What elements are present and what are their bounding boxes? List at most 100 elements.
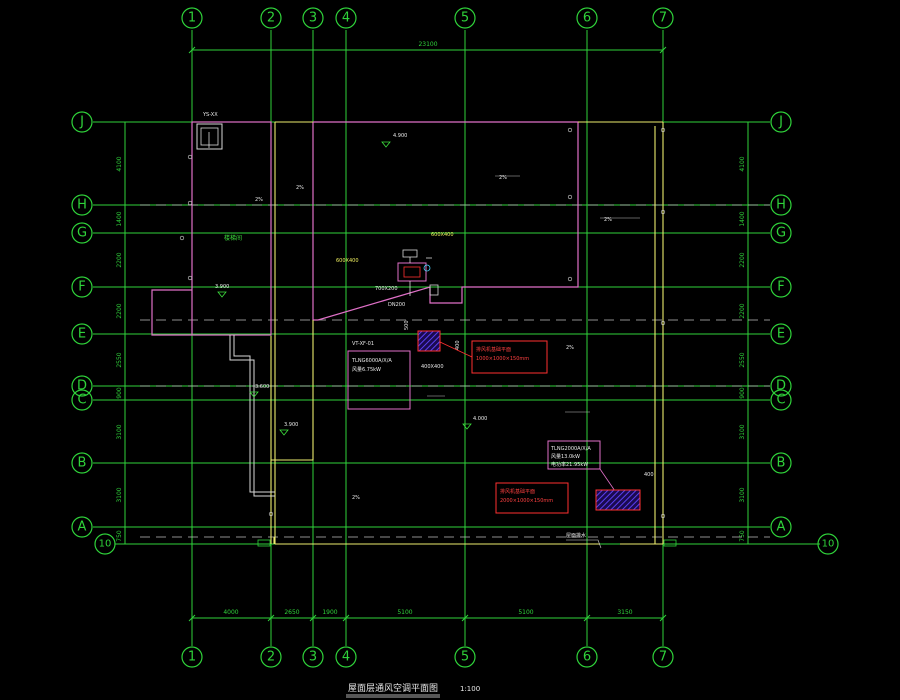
level-marker-b <box>279 429 289 436</box>
axis-1-bottom: 1 <box>188 650 196 665</box>
dim-left-8: 3100 <box>116 487 123 502</box>
fan-1-label-box <box>347 350 411 410</box>
slope-5: 2% <box>566 345 574 351</box>
axis-b-left: B <box>78 456 87 471</box>
level-marker-d <box>249 391 259 398</box>
bottom-dimensions: 4000 2650 1900 5100 5100 3150 <box>223 609 632 616</box>
elev-center: 4.000 <box>473 416 487 422</box>
fan-1-outline <box>397 262 427 282</box>
axis-10-right: 10 <box>822 539 835 550</box>
axis-j-left: J <box>79 115 84 130</box>
dim-bottom-6: 3150 <box>617 609 632 616</box>
pipe-a: DN200 <box>388 302 405 308</box>
dim-bottom-1: 4000 <box>223 609 238 616</box>
dim-right-6: 900 <box>739 387 746 399</box>
axis-h-left: H <box>77 198 87 213</box>
elev-room: 4.900 <box>393 133 407 139</box>
dashed-reference-lines <box>140 204 770 538</box>
dim-right-4: 2200 <box>739 303 746 318</box>
slope-3: 2% <box>499 175 507 181</box>
dimension-lines <box>124 46 749 622</box>
axis-j-right: J <box>778 115 783 130</box>
equip-2-hatch <box>595 489 641 511</box>
dim-left-4: 2200 <box>116 303 123 318</box>
drawing-scale: 1:100 <box>460 685 480 693</box>
dim-small: 500 <box>404 320 410 330</box>
axis-4-top: 4 <box>342 11 350 26</box>
corner-mark-left <box>257 539 271 547</box>
axis-b-right: B <box>777 456 786 471</box>
axis-e-left: E <box>78 327 86 342</box>
fan-2-spec: 风量13.0kW <box>551 453 580 460</box>
fan-1-group <box>397 249 439 296</box>
elev-d: 3.600 <box>255 384 269 390</box>
equip-2-box <box>495 482 569 514</box>
dim-left-9: 750 <box>116 530 123 542</box>
wall-markers <box>179 127 666 519</box>
roof-note: 屋面排水 <box>566 532 586 539</box>
level-marker-center <box>462 423 472 430</box>
dim-bottom-2: 2650 <box>284 609 299 616</box>
level-marker-room <box>381 141 391 148</box>
equip-1-title: 排风机基础平面 <box>476 346 511 353</box>
axis-7-top: 7 <box>659 11 667 26</box>
level-marker-left <box>217 291 227 298</box>
slope-6: 2% <box>352 495 360 501</box>
left-dimensions: 4100 1400 2200 2200 2550 900 3100 3100 7… <box>116 156 123 542</box>
axis-c-left: C <box>77 393 86 408</box>
dim-right-8: 3100 <box>739 487 746 502</box>
slope-2: 2% <box>296 185 304 191</box>
axis-bubbles-right: J H G F E D C B A 10 <box>770 111 839 555</box>
equip-1-hatch <box>417 330 441 352</box>
dim-bottom-5: 5100 <box>518 609 533 616</box>
axis-bubbles-bottom: 1 2 3 4 5 6 7 <box>181 646 674 668</box>
corner-mark-right <box>663 539 677 547</box>
dim-left-5: 2550 <box>116 352 123 367</box>
axis-5-bottom: 5 <box>461 650 469 665</box>
axis-2-top: 2 <box>267 11 275 26</box>
axis-3-top: 3 <box>309 11 317 26</box>
equip-2-title: 排风机基础平面 <box>500 488 535 495</box>
axis-h-right: H <box>776 198 786 213</box>
axis-d-right: D <box>776 379 786 394</box>
axis-4-bottom: 4 <box>342 650 350 665</box>
axis-g-right: G <box>776 226 786 241</box>
horizontal-grid-lines <box>93 121 820 545</box>
dim-right-5: 2550 <box>739 352 746 367</box>
slope-marks: 2% 2% 2% 2% 2% 2% <box>255 175 640 501</box>
dim-right-2: 1400 <box>739 211 746 226</box>
fan-1-spec: 风量6.75kW <box>352 366 381 373</box>
equip-2-size: 2000×1000×150mm <box>500 498 553 504</box>
drawing-title: 屋面层通风空调平面图 <box>348 682 438 694</box>
vent-code: VT-XF-01 <box>352 341 374 347</box>
dim-right-7: 3100 <box>739 424 746 439</box>
right-dimensions: 4100 1400 2200 2200 2550 900 3100 3100 7… <box>739 156 746 542</box>
dim-top-total: 23100 <box>418 41 437 48</box>
dim-left-2: 1400 <box>116 211 123 226</box>
fan-1-small-label-2: 600X400 <box>431 232 454 238</box>
dim-left-3: 2200 <box>116 252 123 267</box>
fan-2-label: TLNG2000A/X/A <box>550 446 591 452</box>
dim-small-2: 400 <box>455 340 461 350</box>
dim-left-7: 3100 <box>116 424 123 439</box>
dim-left-6: 900 <box>116 387 123 399</box>
stair-room-label: 楼梯间 <box>224 234 242 242</box>
axis-bubbles-left: J H G F E D C B A 10 <box>71 111 116 555</box>
axis-7-bottom: 7 <box>659 650 667 665</box>
elev-left: 3.900 <box>215 284 229 290</box>
axis-f-left: F <box>78 280 85 295</box>
slope-1: 2% <box>255 197 263 203</box>
axis-a-right: A <box>777 520 786 535</box>
axis-a-left: A <box>78 520 87 535</box>
axis-6-bottom: 6 <box>583 650 591 665</box>
dim-right-small: 400 <box>644 472 654 478</box>
axis-3-bottom: 3 <box>309 650 317 665</box>
fan-2-spec2: 电功率21.95kW <box>551 461 588 468</box>
slope-4: 2% <box>604 217 612 223</box>
pipe-b: 700X200 <box>375 286 398 292</box>
axis-2-bottom: 2 <box>267 650 275 665</box>
axis-bubbles-top: 1 2 3 4 5 6 7 <box>181 7 674 29</box>
dim-right-3: 2200 <box>739 252 746 267</box>
stair-symbol <box>196 123 223 150</box>
dim-bottom-4: 5100 <box>397 609 412 616</box>
